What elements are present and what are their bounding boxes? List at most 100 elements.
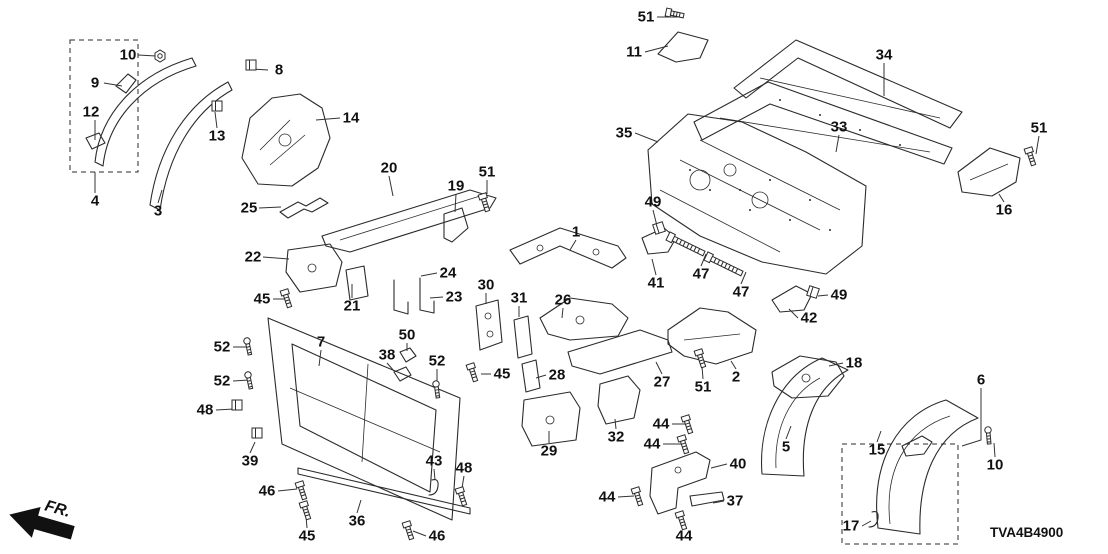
boltlong-icon [703,251,745,279]
part-callout-17: 17 [842,517,860,535]
part-callout-15: 15 [868,441,886,459]
part-callout-52: 52 [213,372,231,390]
part-callout-33: 33 [830,118,848,136]
part-36-crossbar [297,467,471,515]
part-callout-49: 49 [644,193,662,211]
screw-icon [984,426,993,445]
part-callout-47: 47 [732,283,750,301]
part-callout-46: 46 [258,482,276,500]
bolt-icon [676,434,691,455]
part-5-wheelhouse [760,357,849,477]
screw-icon [242,336,254,356]
part-callout-23: 23 [445,288,463,306]
part-callout-12: 12 [82,103,100,121]
part-50-bracket [399,347,417,363]
nut-icon [154,49,166,63]
part-callout-51: 51 [478,163,496,181]
part-callout-13: 13 [208,127,226,145]
part-callout-1: 1 [571,223,581,241]
front-direction-indicator: FR. [6,486,106,554]
diagram-code: TVA4B4900 [990,525,1064,540]
part-callout-43: 43 [425,452,443,470]
part-34-cowl-front [733,39,963,129]
part-35-dashboard [647,113,867,275]
part-20-rail [321,189,497,253]
part-callout-32: 32 [607,428,625,446]
part-28-plate [521,359,541,393]
part-callout-28: 28 [548,366,566,384]
part-callout-44: 44 [652,415,670,433]
part-31-plate [513,315,533,359]
part-callout-31: 31 [510,289,528,307]
part-callout-45: 45 [493,365,511,383]
part-callout-24: 24 [439,264,457,282]
part-callout-51: 51 [637,8,655,26]
part-callout-47: 47 [692,265,710,283]
part-callout-10: 10 [986,456,1004,474]
part-callout-44: 44 [598,488,616,506]
part-callout-48: 48 [455,459,473,477]
part-callout-49: 49 [830,286,848,304]
part-callout-46: 46 [428,527,446,545]
bolt-icon [680,414,695,435]
leader-lines [94,16,1040,537]
part-callout-48: 48 [196,401,214,419]
part-11-bracket [657,31,709,63]
part-callout-8: 8 [274,61,284,79]
part-callout-38: 38 [378,346,396,364]
part-4-stay [94,57,197,167]
part-shapes [69,31,1021,545]
part-19-bracket [443,207,469,243]
part-callout-52: 52 [428,352,446,370]
part-callout-44: 44 [675,527,693,545]
part-37-strip [689,491,725,507]
part-callout-11: 11 [626,43,642,61]
part-callout-51: 51 [694,378,712,396]
part-14-bracket [241,93,331,187]
part-callout-25: 25 [240,199,258,217]
part-callout-7: 7 [316,333,326,351]
part-callout-27: 27 [653,373,671,391]
part-callout-26: 26 [554,291,572,309]
part-callout-51: 51 [1030,119,1048,137]
part-callout-4: 4 [90,192,100,210]
part-callout-52: 52 [213,338,231,356]
part-callout-16: 16 [995,201,1013,219]
fr-label: FR. [43,497,72,520]
part-23-bracket [419,277,435,314]
part-32-bracket [597,375,641,425]
part-15-bracket [901,435,933,457]
part-callout-9: 9 [90,74,100,92]
part-18-bracket [771,355,845,399]
part-3-rail [149,81,233,211]
bolt-icon [401,520,416,541]
part-25-bracket [279,197,329,219]
clip-icon [806,285,820,299]
part-22-bracket [285,243,343,293]
part-6-assembly-box [841,443,959,545]
clip-icon [251,427,263,439]
bolt-icon [664,7,685,21]
part-callout-29: 29 [540,442,558,460]
part-callout-45: 45 [298,527,316,545]
part-callout-44: 44 [643,435,661,453]
part-callout-34: 34 [875,46,893,64]
part-callout-45: 45 [253,290,271,308]
part-callout-10: 10 [119,46,137,64]
clip-icon [211,100,223,112]
bolt-icon [465,362,480,383]
part-40-bracket [649,451,711,515]
part-callout-22: 22 [244,248,262,266]
part-16-bracket [957,147,1021,197]
part-callout-37: 37 [726,492,744,510]
bolt-icon [294,480,309,501]
bolt-icon [298,500,313,521]
part-callout-3: 3 [153,202,163,220]
part-callout-20: 20 [380,159,398,177]
bolt-icon [454,486,469,507]
clip-icon [245,59,257,71]
part-1-member [509,227,627,269]
part-27-rail [567,329,673,375]
